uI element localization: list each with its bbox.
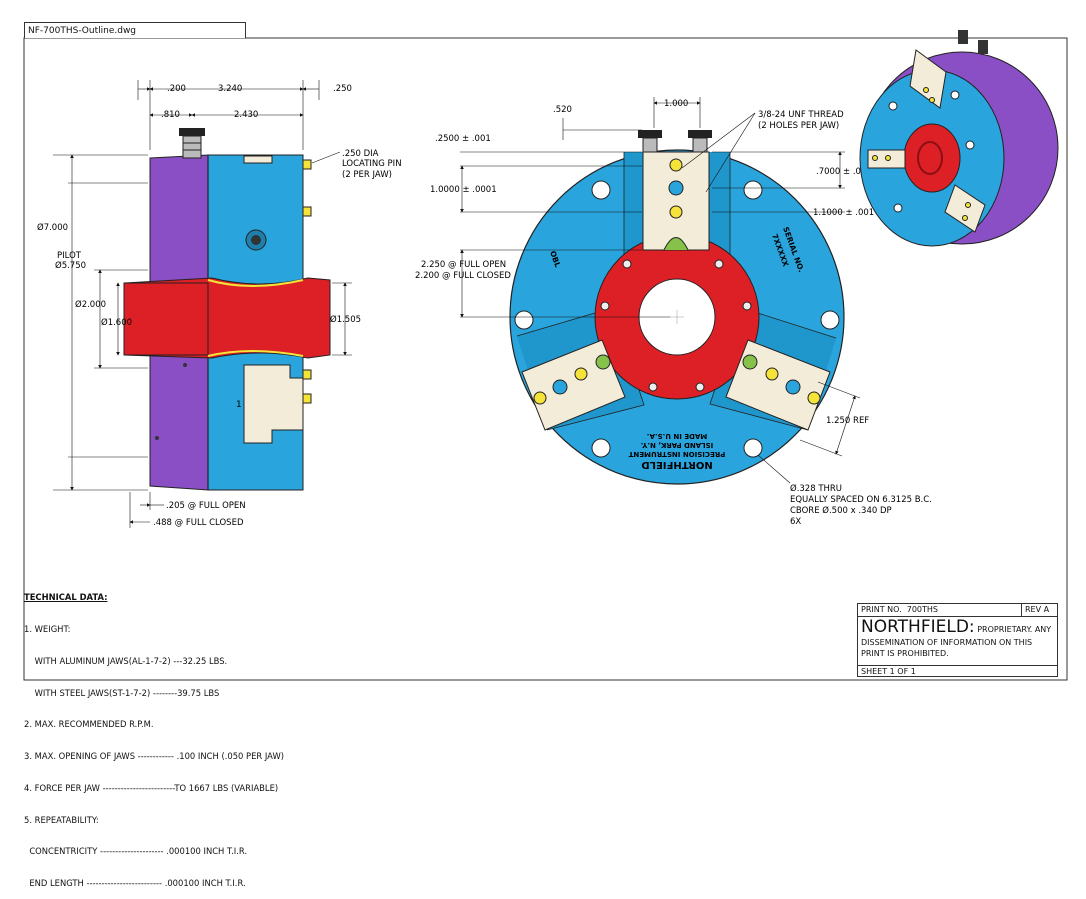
thru-2: EQUALLY SPACED ON 6.3125 B.C. bbox=[790, 495, 932, 505]
sheet-number: SHEET 1 OF 1 bbox=[861, 667, 916, 676]
dia-1505: Ø1.505 bbox=[330, 314, 361, 325]
dim-200: .200 bbox=[167, 84, 186, 94]
dim-front-520: .520 bbox=[553, 105, 572, 115]
iso-view bbox=[859, 30, 1059, 247]
tech-line: 5. REPEATABILITY: bbox=[24, 814, 99, 825]
locating-pin-1: .250 DIA bbox=[342, 149, 379, 159]
tech-heading: TECHNICAL DATA: bbox=[24, 592, 108, 603]
pilot-label: PILOT bbox=[57, 251, 82, 261]
dia-2000: Ø2.000 bbox=[75, 299, 106, 310]
full-open: .205 @ FULL OPEN bbox=[166, 501, 246, 511]
sheet-border bbox=[23, 37, 1068, 681]
tech-line: 4. FORCE PER JAW -----------------------… bbox=[24, 782, 279, 793]
revision: REV A bbox=[1025, 605, 1050, 614]
dim-front-11000: 1.1000 ± .001 bbox=[813, 208, 874, 218]
drawing-sheet: 1 .200 3.240 .250 .810 2.430 .250 DIA LO… bbox=[23, 30, 1068, 681]
thru-4: 6X bbox=[790, 517, 801, 527]
thread-2: (2 HOLES PER JAW) bbox=[758, 121, 839, 131]
full-closed: .488 @ FULL CLOSED bbox=[153, 518, 244, 528]
engrave-nf2: PRECISION INSTRUMENT bbox=[628, 450, 725, 458]
tech-line: 2. MAX. RECOMMENDED R.P.M. bbox=[24, 719, 154, 730]
print-number: PRINT NO. 700THS bbox=[858, 604, 1022, 616]
dim-810: .810 bbox=[161, 110, 180, 120]
notice-1: PROPRIETARY. ANY bbox=[977, 625, 1052, 634]
tech-line: END LENGTH ------------------------- .00… bbox=[24, 878, 246, 889]
title-block: PRINT NO. 700THS REV A NORTHFIELD: PROPR… bbox=[857, 603, 1058, 677]
tech-line: 3. MAX. OPENING OF JAWS ------------ .10… bbox=[24, 751, 284, 762]
dim-full-open-2250: 2.250 @ FULL OPEN bbox=[421, 260, 506, 270]
dim-front-2500: .2500 ± .001 bbox=[435, 134, 491, 144]
dim-2430: 2.430 bbox=[234, 110, 258, 120]
dim-250: .250 bbox=[333, 84, 352, 94]
notice-3: PRINT IS PROHIBITED. bbox=[861, 649, 949, 658]
jaw-mark: 1 bbox=[236, 400, 242, 410]
engrave-nf3: ISLAND PARK, N.Y. bbox=[641, 441, 714, 449]
engrave-nf4: MADE IN U.S.A. bbox=[647, 432, 708, 440]
tech-line: 1. WEIGHT: bbox=[24, 623, 71, 634]
technical-data: TECHNICAL DATA: 1. WEIGHT: WITH ALUMINUM… bbox=[24, 571, 284, 899]
proprietary-notice: NORTHFIELD: PROPRIETARY. ANY DISSEMINATI… bbox=[858, 617, 1057, 666]
dia-1600: Ø1.600 bbox=[101, 317, 132, 328]
engrave-nf1: NORTHFIELD bbox=[641, 459, 712, 470]
thread-1: 3/8-24 UNF THREAD bbox=[758, 110, 844, 120]
tech-line: WITH ALUMINUM JAWS(AL-1-7-2) ---32.25 LB… bbox=[24, 655, 228, 666]
file-tab[interactable]: NF-700THS-Outline.dwg bbox=[24, 22, 246, 38]
side-view: 1 .200 3.240 .250 .810 2.430 .250 DIA LO… bbox=[37, 80, 402, 528]
notice-2: DISSEMINATION OF INFORMATION ON THIS bbox=[861, 638, 1033, 647]
dim-ref-1250: 1.250 REF bbox=[826, 416, 869, 426]
locating-pin-3: (2 PER JAW) bbox=[342, 170, 392, 180]
front-view: OBL SERIAL NO. 7XXXXX NORTHFIELD PRECISI… bbox=[415, 97, 932, 527]
locating-pin-2: LOCATING PIN bbox=[342, 159, 402, 169]
dim-front-10000: 1.0000 ± .0001 bbox=[430, 185, 497, 195]
tech-line: WITH STEEL JAWS(ST-1-7-2) --------39.75 … bbox=[24, 687, 220, 698]
dim-3240: 3.240 bbox=[218, 84, 242, 94]
pilot-dia: Ø5.750 bbox=[55, 260, 86, 271]
dia-7000: Ø7.000 bbox=[37, 222, 68, 233]
brand-name: NORTHFIELD: bbox=[861, 617, 975, 637]
dim-full-closed-2200: 2.200 @ FULL CLOSED bbox=[415, 271, 511, 281]
side-jaw bbox=[243, 364, 304, 444]
tech-line: CONCENTRICITY --------------------- .000… bbox=[24, 846, 248, 857]
thru-1: Ø.328 THRU bbox=[790, 483, 842, 494]
dim-front-1000: 1.000 bbox=[664, 99, 688, 109]
dim-front-7000: .7000 ± .001 bbox=[816, 167, 872, 177]
thru-3: CBORE Ø.500 x .340 DP bbox=[790, 505, 892, 516]
